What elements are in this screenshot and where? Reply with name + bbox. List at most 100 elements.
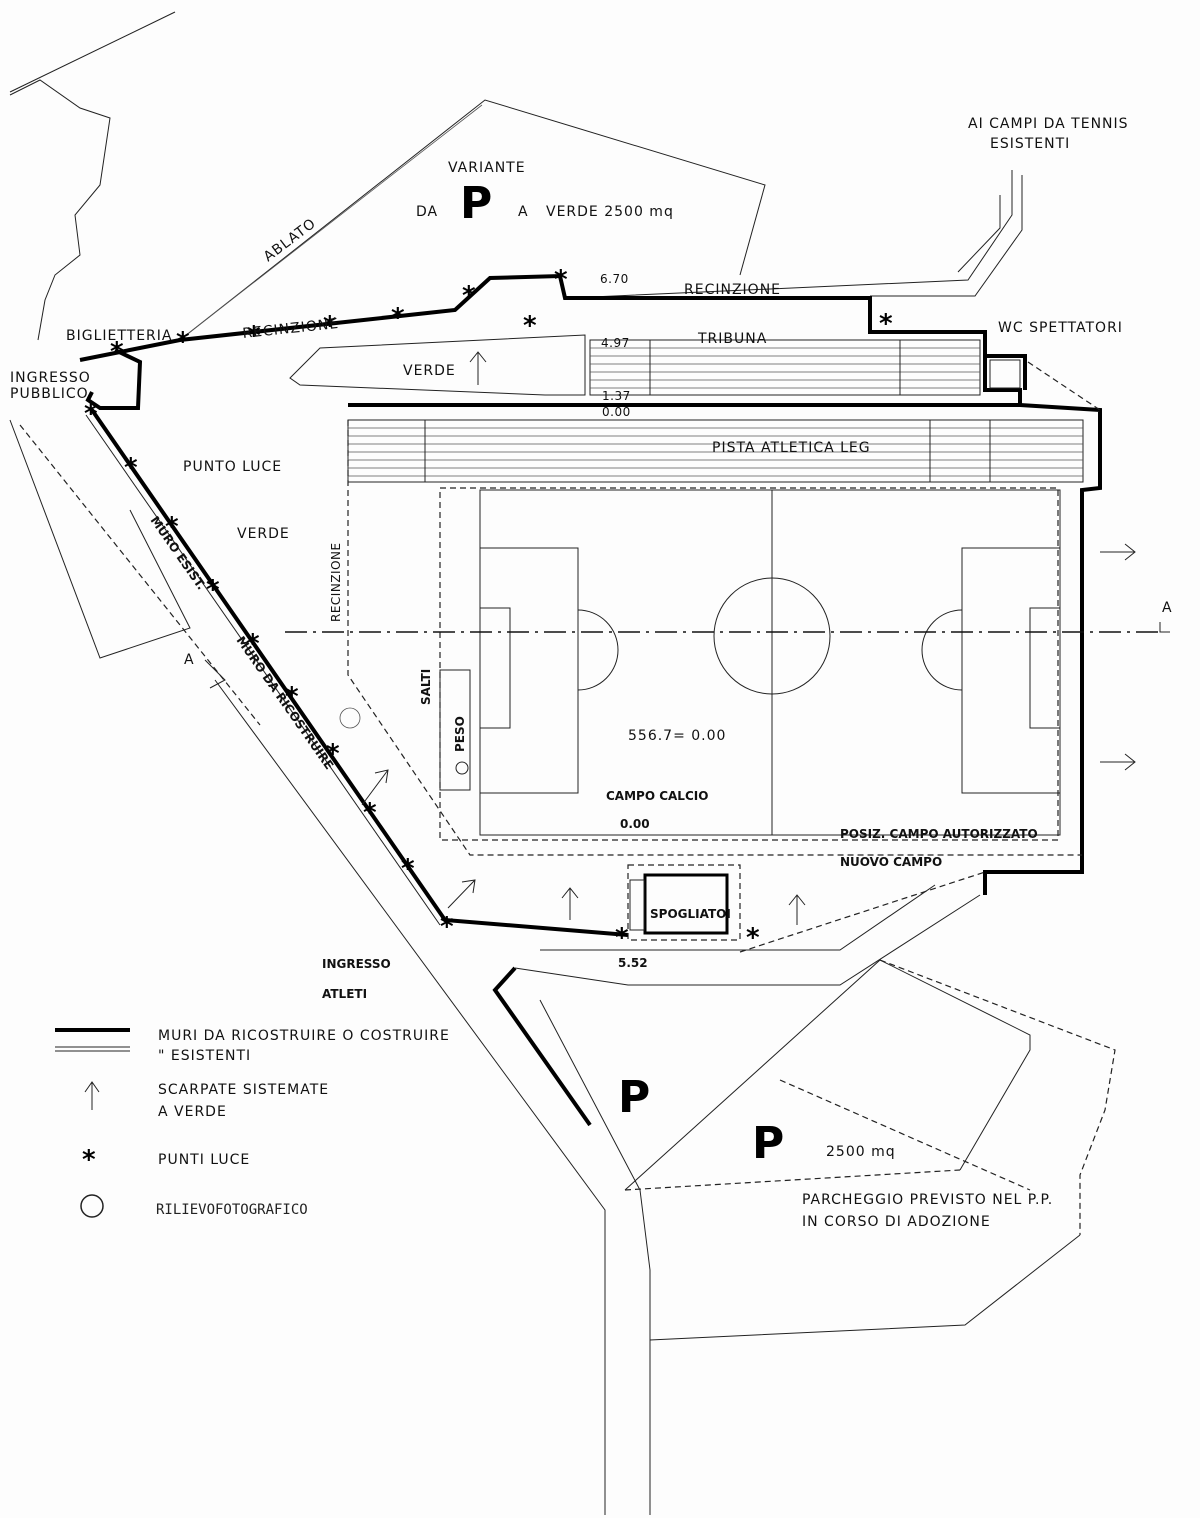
svg-text:*: * — [247, 321, 261, 351]
west-wall-top — [85, 348, 143, 410]
photo-point-1 — [339, 707, 361, 729]
svg-text:*: * — [363, 798, 377, 828]
svg-text:*: * — [285, 682, 299, 712]
svg-text:*: * — [323, 311, 337, 341]
quota-670: 6.70 — [600, 272, 629, 286]
wc-label: WC SPETTATORI — [998, 320, 1123, 336]
ingresso-pubblico-1: INGRESSO — [10, 370, 91, 386]
tennis-road — [569, 170, 1013, 299]
south-road — [514, 894, 981, 986]
parcheggio-label-1: PARCHEGGIO PREVISTO NEL P.P. — [802, 1192, 1053, 1208]
salti-pit — [439, 669, 471, 791]
legend: MURI DA RICOSTRUIRE O COSTRUIRE " ESISTE… — [55, 1028, 449, 1218]
svg-text:*: * — [246, 629, 260, 659]
legend-star-icon: * — [82, 1145, 96, 1175]
svg-text:*: * — [176, 327, 190, 357]
svg-text:*: * — [391, 303, 405, 333]
light-points: * * * * * * * * * * * * * * * * * * * * … — [84, 265, 893, 953]
p-symbol-parking-1: P — [618, 1072, 650, 1123]
verde-island — [289, 334, 586, 396]
svg-text:*: * — [523, 311, 537, 341]
punto-luce-label: PUNTO LUCE — [183, 459, 282, 475]
svg-text:*: * — [110, 337, 124, 367]
svg-text:*: * — [554, 265, 568, 295]
north-wall — [79, 273, 1022, 407]
east-arrow-1 — [1100, 543, 1136, 561]
salti-label: SALTI — [419, 669, 433, 705]
svg-text:*: * — [746, 923, 760, 953]
parcheggio-area-label: 2500 mq — [826, 1144, 896, 1160]
spogliatoi-label: SPOGLIATOI — [650, 907, 731, 921]
ingresso-pubblico-2: PUBBLICO — [10, 386, 89, 402]
south-wall-spogliatoi — [492, 966, 592, 1127]
biglietteria-label: BIGLIETTERIA — [66, 328, 173, 344]
recinzione-top-label: RECINZIONE — [684, 282, 781, 298]
ingresso-atleti-1: INGRESSO — [322, 957, 391, 971]
quota-000-top: 0.00 — [602, 405, 631, 419]
verde-area-label: VERDE 2500 mq — [546, 204, 674, 220]
recinzione-dashed — [347, 420, 1082, 856]
south-road-dash — [739, 871, 986, 953]
parking-dashed-lower — [779, 1079, 1031, 1191]
tennis-road-2 — [870, 175, 1023, 297]
recinzione-vert-label: RECINZIONE — [329, 542, 343, 622]
svg-text:*: * — [206, 575, 220, 605]
quota-497: 4.97 — [601, 336, 630, 350]
legend-muri-exist: " ESISTENTI — [158, 1048, 251, 1064]
west-wall-long-inner — [85, 414, 441, 926]
terrain-boundary-top — [9, 11, 176, 93]
tennis-road-3 — [957, 195, 1001, 273]
posiz-campo-label: POSIZ. CAMPO AUTORIZZATO — [840, 827, 1038, 841]
east-arrow-2 — [1100, 753, 1136, 771]
nuovo-campo-label: NUOVO CAMPO — [840, 855, 942, 869]
svg-text:*: * — [440, 912, 454, 942]
road-edge-east — [539, 999, 651, 1515]
ablato-boundary-inner — [184, 104, 483, 337]
west-wall-long — [90, 408, 629, 937]
wc-dashed — [1027, 361, 1101, 411]
tennis-label-2: ESISTENTI — [990, 136, 1070, 152]
svg-text:*: * — [84, 399, 98, 429]
quota-552: 5.52 — [618, 956, 648, 970]
peso-circle — [455, 761, 469, 775]
south-road-2 — [540, 884, 936, 951]
legend-arrow-icon — [84, 1081, 100, 1110]
road-edge-west — [214, 679, 606, 1515]
wc-wall — [985, 354, 1027, 390]
ablato-boundary — [179, 99, 766, 341]
spogliatoi-building — [643, 873, 729, 935]
svg-text:*: * — [401, 854, 415, 884]
tribuna-stands — [589, 339, 981, 396]
variante-label: VARIANTE — [448, 160, 526, 176]
verde-top-label: VERDE — [403, 363, 456, 379]
a-label: A — [518, 204, 529, 220]
legend-scarpate-2: A VERDE — [158, 1104, 227, 1120]
ablato-label: ABLATO — [261, 215, 320, 265]
east-wall — [983, 403, 1102, 895]
section-a-right: A — [1162, 600, 1173, 616]
muro-ricostr-label: MURO DA RICOSTRUIRE — [234, 634, 337, 772]
section-a-left: A — [184, 652, 195, 668]
pista-label: PISTA ATLETICA LEG — [712, 440, 871, 456]
p-symbol-parking-2: P — [752, 1118, 784, 1169]
peso-label: PESO — [453, 716, 467, 752]
parking-area-3 — [649, 1234, 1081, 1341]
p-symbol-top: P — [460, 178, 492, 229]
terrain-boundary-left — [9, 79, 111, 341]
svg-text:*: * — [615, 923, 629, 953]
legend-punti-luce: PUNTI LUCE — [158, 1152, 250, 1168]
land-boundary-west — [9, 419, 191, 659]
verde-left-label: VERDE — [237, 526, 290, 542]
svg-text:*: * — [462, 281, 476, 311]
campo-calcio-label: CAMPO CALCIO — [606, 789, 708, 803]
da-label: DA — [416, 204, 438, 220]
svg-text:*: * — [124, 453, 138, 483]
spogliatoi-stairs — [629, 879, 645, 931]
legend-circle-icon — [80, 1194, 104, 1218]
ingresso-atleti-2: ATLETI — [322, 987, 367, 1001]
section-a-left-mark — [204, 659, 226, 689]
field-dashed-outer — [439, 487, 1059, 841]
legend-rilievo: RILIEVOFOTOGRAFICO — [156, 1202, 308, 1218]
parking-area-1 — [624, 959, 1031, 1191]
